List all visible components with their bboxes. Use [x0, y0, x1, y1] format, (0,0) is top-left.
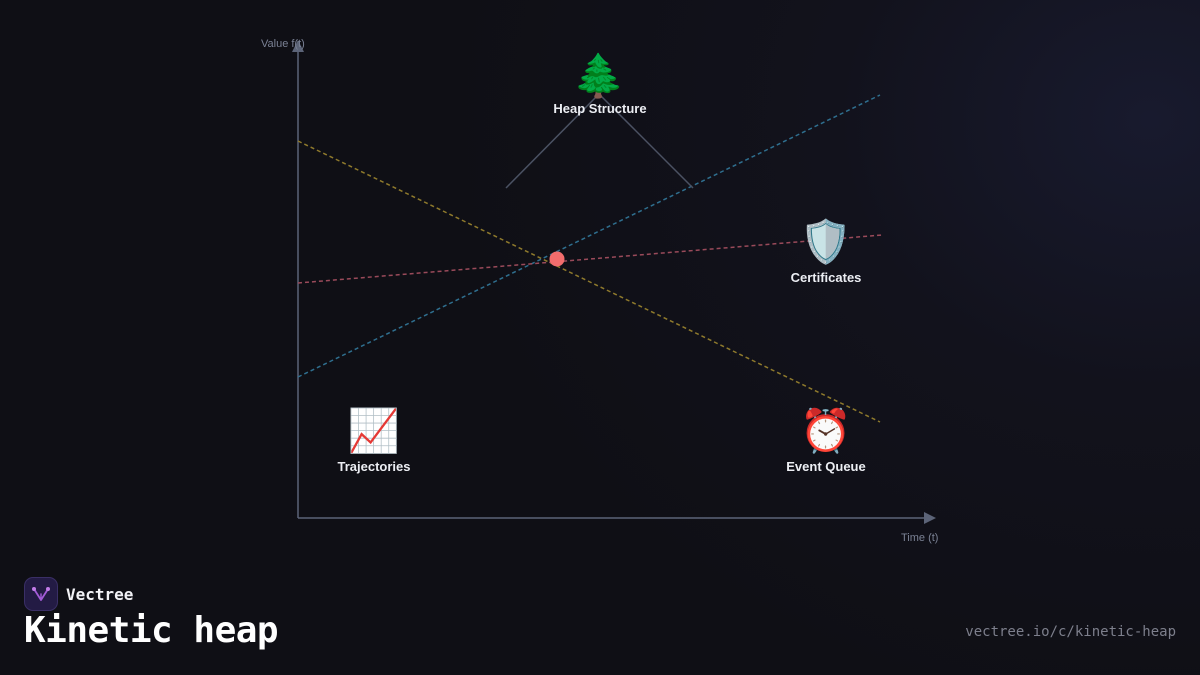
tree-edge-left: [505, 93, 600, 189]
y-axis-arrow: [292, 40, 304, 52]
intersection-point: [549, 251, 565, 267]
trajectories-label: Trajectories: [338, 459, 411, 474]
trajectory-line-yellow: [297, 140, 881, 423]
y-axis-label: Value f(t): [261, 38, 305, 50]
node-certificates: 🛡️ Certificates: [791, 217, 862, 285]
tree-edge-right: [598, 93, 694, 189]
trajectory-line-blue: [297, 94, 881, 378]
page-title: Kinetic heap: [24, 610, 279, 651]
page-url: vectree.io/c/kinetic-heap: [965, 624, 1176, 640]
node-event-queue: ⏰ Event Queue: [786, 405, 865, 474]
node-trajectories: 📈 Trajectories: [338, 406, 411, 474]
brand-name: Vectree: [66, 584, 134, 604]
node-heap-structure: 🌲 Heap Structure: [553, 51, 646, 116]
tree-icon: 🌲: [573, 51, 625, 100]
vectree-logo-icon: [24, 577, 58, 611]
event-queue-label: Event Queue: [786, 459, 865, 474]
brand: Vectree: [24, 577, 133, 611]
x-axis-label: Time (t): [901, 532, 938, 544]
heap-structure-label: Heap Structure: [553, 101, 646, 116]
alarm-clock-icon: ⏰: [800, 405, 852, 455]
certificates-label: Certificates: [791, 270, 862, 285]
chart-increasing-icon: 📈: [348, 406, 400, 455]
shield-icon: 🛡️: [800, 217, 852, 266]
x-axis-arrow: [924, 512, 936, 524]
